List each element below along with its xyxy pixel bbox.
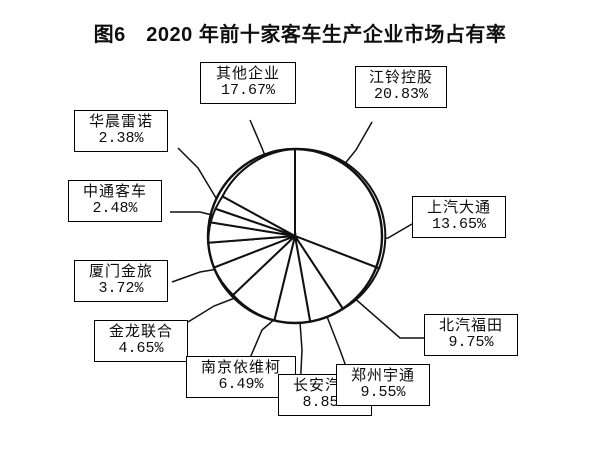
callout-foton-value: 9.75%	[448, 334, 494, 352]
callout-jiangling[interactable]: 江铃控股 20.83%	[355, 66, 447, 109]
callout-iveco-label: 南京依维柯	[200, 359, 281, 376]
callout-others[interactable]: 其他企业 17.67%	[200, 62, 296, 105]
callout-yutong[interactable]: 郑州宇通 9.55%	[336, 364, 430, 407]
callout-brilliance-label: 华晨雷诺	[88, 113, 153, 130]
callout-kinglong-label: 金龙联合	[108, 323, 173, 340]
callout-iveco[interactable]: 南京依维柯 6.49%	[186, 356, 296, 399]
callout-foton-label: 北汽福田	[438, 317, 503, 334]
callout-zhongtong-label: 中通客车	[82, 183, 147, 200]
callout-saic-maxus-label: 上汽大通	[426, 199, 491, 216]
callout-yutong-label: 郑州宇通	[350, 367, 415, 384]
callout-golden-dragon[interactable]: 厦门金旅 3.72%	[74, 260, 168, 303]
callout-zhongtong-value: 2.48%	[92, 200, 138, 218]
callout-yutong-value: 9.55%	[360, 384, 406, 402]
callout-brilliance-value: 2.38%	[98, 130, 144, 148]
leader-line-kinglong	[187, 295, 241, 323]
callout-others-value: 17.67%	[220, 82, 275, 100]
callout-iveco-value: 6.49%	[218, 376, 264, 394]
callout-foton[interactable]: 北汽福田 9.75%	[424, 314, 518, 357]
callout-zhongtong[interactable]: 中通客车 2.48%	[68, 180, 162, 223]
callout-saic-maxus[interactable]: 上汽大通 13.65%	[412, 196, 506, 239]
callout-kinglong[interactable]: 金龙联合 4.65%	[94, 320, 188, 363]
leader-line-foton	[351, 295, 424, 339]
callout-golden-dragon-value: 3.72%	[98, 280, 144, 298]
callout-jiangling-label: 江铃控股	[368, 69, 433, 86]
chart-title: 图6 2020 年前十家客车生产企业市场占有率	[0, 18, 600, 47]
callout-jiangling-value: 20.83%	[373, 86, 428, 104]
callout-kinglong-value: 4.65%	[118, 340, 164, 358]
callout-brilliance[interactable]: 华晨雷诺 2.38%	[74, 110, 168, 153]
leader-line-iveco	[249, 317, 277, 359]
pie-outline	[206, 147, 384, 325]
callout-golden-dragon-label: 厦门金旅	[88, 263, 153, 280]
callout-others-label: 其他企业	[215, 65, 280, 82]
leader-line-zhongtong	[170, 211, 217, 217]
leader-line-brilliance	[177, 147, 217, 199]
callout-saic-maxus-value: 13.65%	[431, 216, 486, 234]
chart-title-text: 图6 2020 年前十家客车生产企业市场占有率	[93, 24, 507, 46]
